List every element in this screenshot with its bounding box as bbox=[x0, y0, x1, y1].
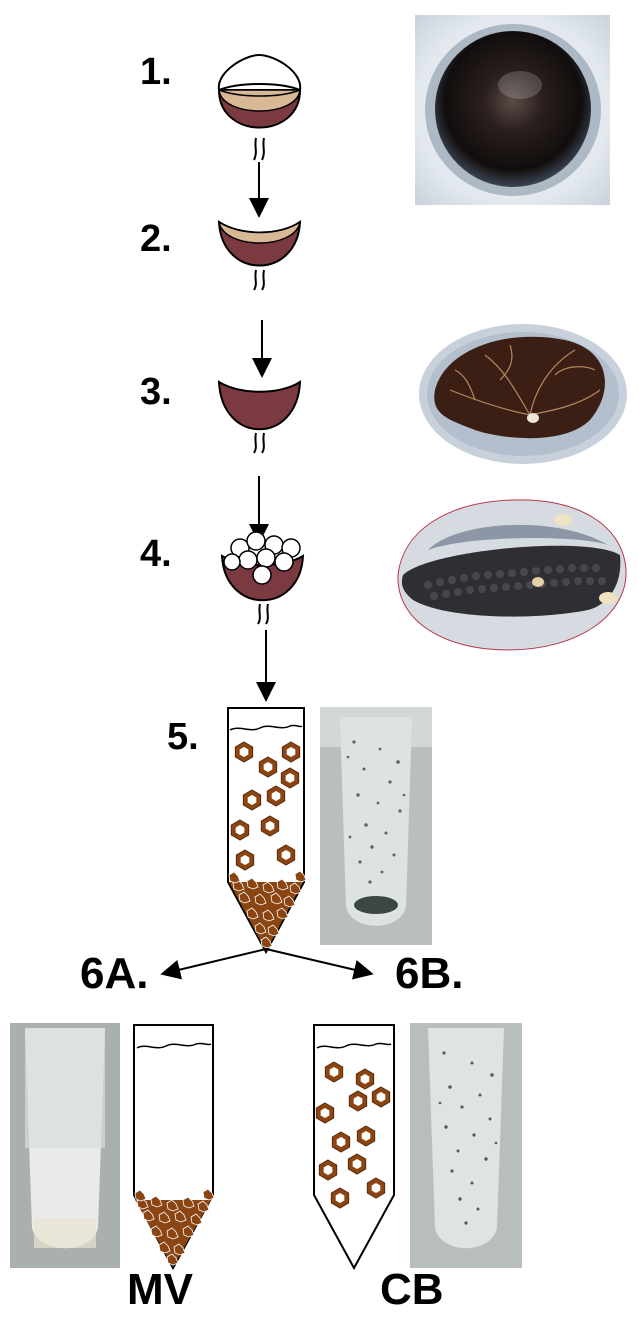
centrifuge-tube-icon bbox=[134, 1025, 214, 1268]
split-arrows bbox=[170, 949, 364, 972]
eye-cup-icon bbox=[219, 55, 300, 160]
centrifuge-tube-icon bbox=[314, 1025, 394, 1268]
centrifuge-tube-icon bbox=[228, 708, 306, 952]
eye-cup-icon bbox=[219, 382, 300, 453]
eye-cup-icon bbox=[219, 222, 300, 290]
